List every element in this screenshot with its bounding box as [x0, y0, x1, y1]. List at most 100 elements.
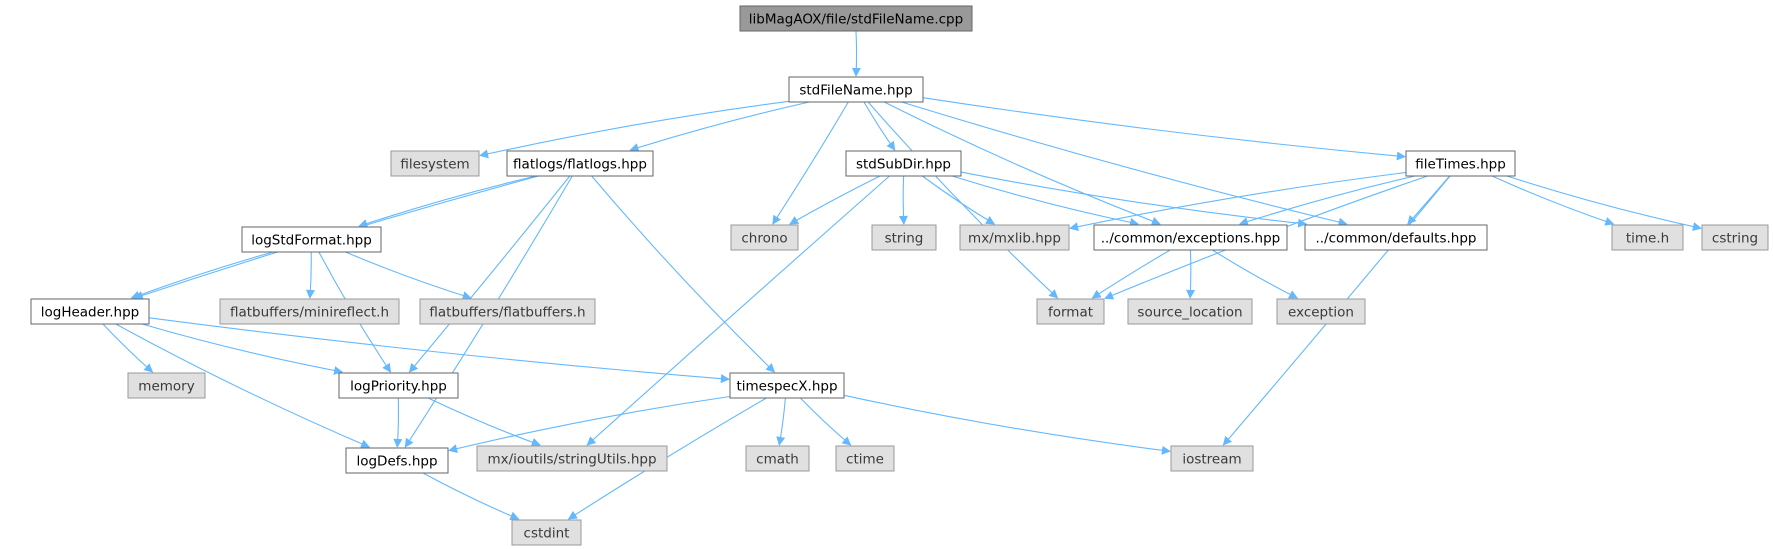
edge-fileTimes-to-mxlib — [1069, 171, 1407, 232]
edge-logDefs-to-cstdint — [422, 472, 520, 520]
edge-exceptions-to-exception — [1212, 249, 1299, 299]
node-string-label: string — [885, 231, 924, 247]
edge-stdFileName-to-filesystem — [479, 100, 790, 159]
edges-layer — [102, 30, 1702, 520]
edge-timespecX-to-iostream — [843, 394, 1171, 455]
node-flatlogs[interactable]: flatlogs/flatlogs.hpp — [506, 150, 654, 177]
edge-stdFileName-to-fileTimes — [922, 97, 1406, 161]
node-fileTimes[interactable]: fileTimes.hpp — [1405, 150, 1516, 177]
edge-flatlogs-to-logPriority — [408, 175, 571, 373]
node-logDefs[interactable]: logDefs.hpp — [345, 447, 449, 474]
node-ctime-box — [835, 445, 895, 472]
node-stringUtils-box — [476, 445, 668, 472]
node-cstdint: cstdint — [511, 519, 582, 546]
node-exception: exception — [1276, 298, 1366, 325]
node-string: string — [871, 224, 937, 251]
edge-stdSubDir-to-defaults — [960, 171, 1308, 228]
node-filesystem-box — [390, 150, 480, 177]
node-memory-label: memory — [138, 379, 194, 395]
node-stringUtils: mx/ioutils/stringUtils.hpp — [476, 445, 668, 472]
node-exceptions[interactable]: ../common/exceptions.hpp — [1093, 224, 1288, 251]
node-string-box — [871, 224, 937, 251]
edge-logHeader-to-logDefs — [115, 323, 371, 448]
node-minireflect: flatbuffers/minireflect.h — [219, 298, 400, 325]
edge-stdFileName-to-exceptions — [884, 101, 1161, 226]
node-exceptions-box — [1093, 224, 1288, 251]
node-logDefs-box — [345, 447, 449, 474]
node-root-box — [739, 5, 973, 32]
node-logHeader[interactable]: logHeader.hpp — [30, 298, 150, 325]
node-stdSubDir-box — [845, 150, 962, 177]
node-format-label: format — [1048, 305, 1093, 321]
node-timespecX[interactable]: timespecX.hpp — [729, 372, 845, 399]
edge-timespecX-to-cmath — [776, 397, 786, 446]
node-flatlogs-box — [506, 150, 654, 177]
edge-stdSubDir-to-mxlib — [921, 175, 996, 225]
node-mxlib-label: mx/mxlib.hpp — [968, 231, 1061, 247]
node-defaults-label: ../common/defaults.hpp — [1316, 231, 1477, 247]
edge-fileTimes-to-timeh — [1491, 175, 1615, 226]
node-logHeader-label: logHeader.hpp — [41, 305, 139, 321]
node-mxlib: mx/mxlib.hpp — [959, 224, 1070, 251]
node-iostream-box — [1170, 445, 1254, 472]
node-flatbuffers-box — [419, 298, 596, 325]
edge-stdFileName-to-format — [867, 101, 1059, 299]
node-logStdFormat[interactable]: logStdFormat.hpp — [241, 226, 382, 253]
edge-flatlogs-to-logStdFormat — [358, 175, 536, 228]
node-root: libMagAOX/file/stdFileName.cpp — [739, 5, 973, 32]
node-chrono-label: chrono — [741, 231, 787, 247]
node-stringUtils-label: mx/ioutils/stringUtils.hpp — [487, 452, 656, 468]
edge-logStdFormat-to-minireflect — [306, 251, 315, 299]
edge-stdSubDir-to-exceptions — [951, 175, 1139, 227]
node-logPriority-label: logPriority.hpp — [350, 379, 447, 395]
edge-stdFileName-to-chrono — [772, 101, 849, 225]
node-minireflect-box — [219, 298, 400, 325]
edge-timespecX-to-logDefs — [448, 395, 731, 453]
node-flatlogs-label: flatlogs/flatlogs.hpp — [513, 157, 647, 173]
node-defaults-box — [1304, 224, 1488, 251]
node-cstring: cstring — [1701, 224, 1769, 251]
edge-logStdFormat-to-flatbuffers — [345, 251, 472, 300]
edge-timespecX-to-cstdint — [567, 397, 767, 520]
node-filesystem-label: filesystem — [400, 157, 469, 173]
edge-logHeader-to-memory — [102, 323, 154, 373]
node-stdFileName[interactable]: stdFileName.hpp — [788, 76, 924, 103]
node-timespecX-box — [729, 372, 845, 399]
node-mxlib-box — [959, 224, 1070, 251]
edge-stdFileName-to-flatlogs — [629, 101, 810, 152]
edge-flatlogs-to-timespecX — [591, 175, 776, 373]
node-exception-box — [1276, 298, 1366, 325]
node-timeh-label: time.h — [1626, 231, 1669, 247]
node-timeh: time.h — [1611, 224, 1684, 251]
node-timespecX-label: timespecX.hpp — [736, 379, 837, 395]
node-stdSubDir[interactable]: stdSubDir.hpp — [845, 150, 962, 177]
node-stdFileName-box — [788, 76, 924, 103]
node-logPriority-box — [338, 372, 459, 399]
node-chrono-box — [730, 224, 799, 251]
node-cmath: cmath — [745, 445, 810, 472]
edge-stdSubDir-to-string — [898, 175, 908, 225]
node-fileTimes-label: fileTimes.hpp — [1415, 157, 1506, 173]
node-memory: memory — [127, 372, 206, 399]
edge-root-to-stdFileName — [851, 30, 861, 77]
edge-logStdFormat-to-logHeader — [130, 251, 274, 300]
node-format-box — [1036, 298, 1105, 325]
node-memory-box — [127, 372, 206, 399]
node-logStdFormat-label: logStdFormat.hpp — [251, 233, 372, 249]
node-defaults[interactable]: ../common/defaults.hpp — [1304, 224, 1488, 251]
edge-logPriority-to-stringUtils — [427, 397, 541, 447]
node-cmath-label: cmath — [756, 452, 799, 468]
edge-logPriority-to-logDefs — [393, 397, 403, 448]
node-format: format — [1036, 298, 1105, 325]
node-iostream-label: iostream — [1182, 452, 1241, 468]
node-chrono: chrono — [730, 224, 799, 251]
node-logPriority[interactable]: logPriority.hpp — [338, 372, 459, 399]
edge-timespecX-to-ctime — [800, 397, 852, 446]
node-ctime: ctime — [835, 445, 895, 472]
node-timeh-box — [1611, 224, 1684, 251]
node-cstring-box — [1701, 224, 1769, 251]
node-cstring-label: cstring — [1712, 231, 1758, 247]
node-root-label: libMagAOX/file/stdFileName.cpp — [749, 12, 963, 28]
node-source_location: source_location — [1127, 298, 1253, 325]
edge-logHeader-to-logPriority — [141, 323, 344, 375]
